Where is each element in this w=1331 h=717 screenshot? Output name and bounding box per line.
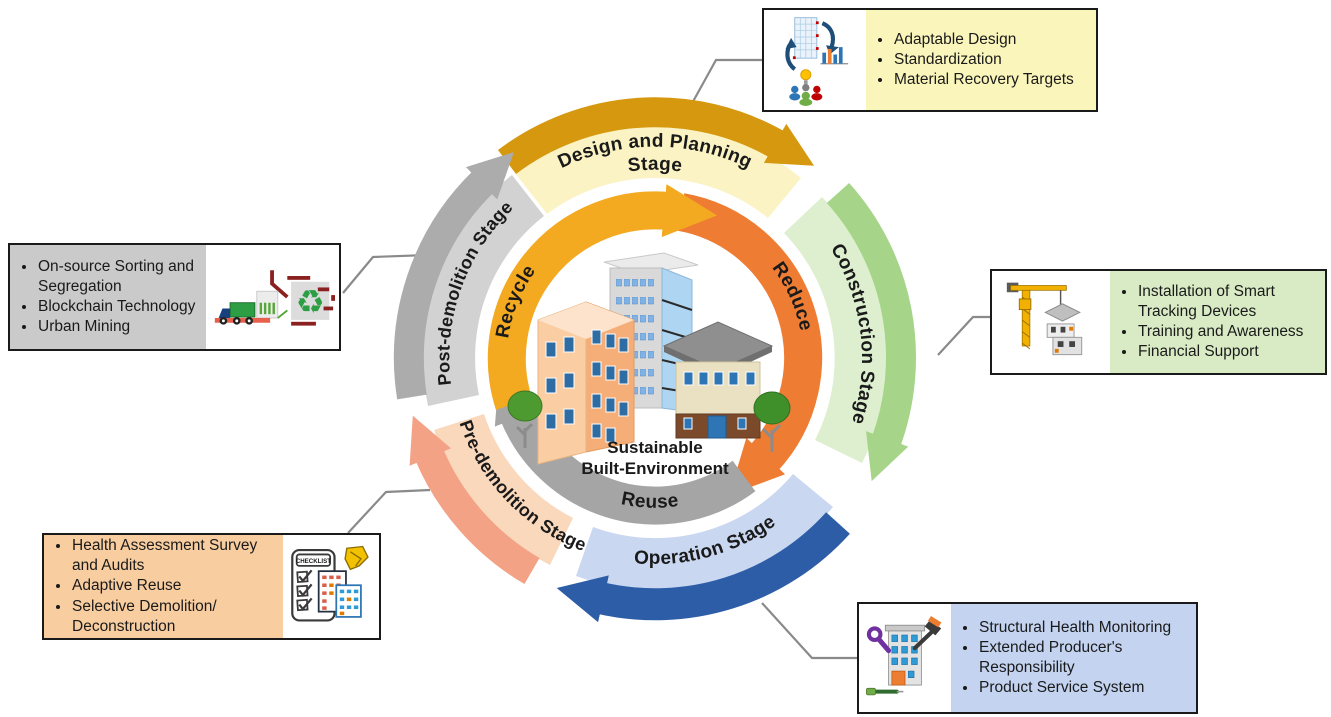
ring-arrow-reuse [494,367,756,525]
buildings-illustration: Sustainable Built-Environment [507,252,791,478]
stage-arrow-construction [826,182,916,482]
tree-graphic-left [507,390,543,448]
connector-line-predemolition [347,488,431,534]
stage-arrow-operation [556,512,850,623]
bullet-item: Adaptable Design [893,30,1074,50]
stage-wedge-operation [576,474,833,590]
stage-label-design-line2: Stage [627,154,684,177]
bullet-item: Health Assessment Survey and Audits [71,536,277,576]
bullet-item: On-source Sorting and Segregation [37,257,200,297]
stage-wedge-construction [784,197,888,463]
center-label-line1: Sustainable [607,438,702,457]
bullet-item: Structural Health Monitoring [978,618,1190,638]
stage-wedge-postdemolition [422,175,544,406]
callout-postdemolition-panel: On-source Sorting and Segregation Blockc… [10,245,206,349]
recycle-symbol-icon: ♻ [295,284,324,320]
urban-mining-recycle-icon: ♻ [206,245,339,349]
checklist-title: CHECKLIST [296,558,331,565]
callout-construction-panel: Installation of Smart Tracking Devices T… [1110,271,1325,373]
ring-arrow-reduce [677,193,823,495]
checklist-demolition-icon: CHECKLIST [283,535,379,638]
callout-predemolition-panel: Health Assessment Survey and Audits Adap… [44,535,283,638]
building-maintenance-icon [859,604,951,712]
bullet-item: Product Service System [978,678,1190,698]
bullet-list: Health Assessment Survey and Audits Adap… [50,536,277,637]
bullet-item: Selective Demolition/ Deconstruction [71,597,277,637]
bullet-item: Material Recovery Targets [893,70,1074,90]
center-label-line2: Built-Environment [581,459,729,478]
bullet-list: Structural Health Monitoring Extended Pr… [957,618,1190,699]
callout-operation: Structural Health Monitoring Extended Pr… [857,602,1198,714]
house-building-graphic [662,321,774,439]
connector-line-design [689,58,762,108]
connector-line-postdemolition [342,253,429,294]
bullet-item: Urban Mining [37,317,200,337]
bullet-item: Training and Awareness [1137,322,1319,342]
ring-arrow-recycle [487,184,718,410]
bullet-item: Blockchain Technology [37,297,200,317]
apartment-building-graphic [537,301,635,465]
stage-wedge-design [515,126,801,218]
tree-graphic-right [753,391,791,452]
bullet-item: Financial Support [1137,342,1319,362]
callout-postdemolition: On-source Sorting and Segregation Blockc… [8,243,341,351]
stage-arrow-predemolition [409,415,540,584]
stage-wedge-predemolition [434,414,573,565]
bullet-item: Standardization [893,50,1074,70]
connector-line-operation [761,602,858,660]
stage-arrow-postdemolition [393,152,514,400]
bullet-item: Adaptive Reuse [71,576,277,596]
connector-line-construction [937,315,991,356]
callout-design-panel: Adaptable Design Standardization Materia… [866,10,1096,110]
ring-label-reuse: Reuse [620,488,680,513]
bullet-list: Installation of Smart Tracking Devices T… [1116,282,1319,363]
stage-arrow-design [497,97,815,175]
bullet-item: Installation of Smart Tracking Devices [1137,282,1319,322]
callout-operation-panel: Structural Health Monitoring Extended Pr… [951,604,1196,712]
callout-predemolition: Health Assessment Survey and Audits Adap… [42,533,381,640]
bullet-list: Adaptable Design Standardization Materia… [872,30,1074,90]
design-strategy-icon [764,10,866,110]
construction-crane-icon [992,271,1110,373]
bullet-item: Extended Producer's Responsibility [978,638,1190,678]
callout-design: Adaptable Design Standardization Materia… [762,8,1098,112]
callout-construction: Installation of Smart Tracking Devices T… [990,269,1327,375]
bullet-list: On-source Sorting and Segregation Blockc… [16,257,200,338]
